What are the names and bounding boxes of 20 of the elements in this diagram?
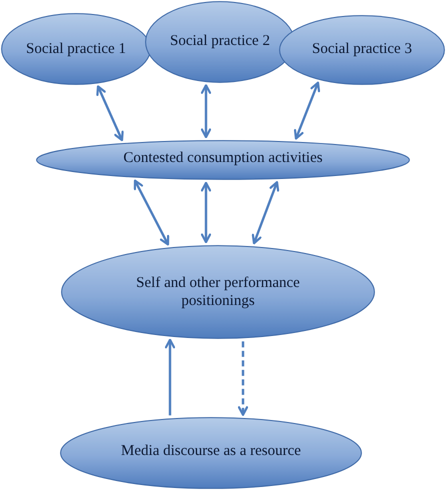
dashed-arrow [238, 341, 248, 416]
double-arrow [200, 182, 212, 244]
double-arrow [294, 82, 320, 140]
ellipse-node [145, 1, 295, 83]
ellipse-node [36, 140, 410, 180]
ellipse-node [60, 417, 362, 489]
arrow [164, 338, 176, 416]
double-arrow [96, 85, 124, 142]
node-label: Self and other performance positionings [135, 274, 301, 310]
double-arrow [134, 180, 170, 246]
double-arrow [252, 181, 280, 244]
ellipse-node [1, 13, 151, 85]
node-label: Social practice 1 [26, 40, 126, 58]
ellipse-node [279, 15, 445, 85]
ellipse-node [61, 245, 375, 339]
node-label: Media discourse as a resource [121, 442, 301, 460]
double-arrow [200, 84, 212, 138]
node-label: Social practice 2 [170, 32, 270, 50]
node-label: Contested consumption activities [123, 149, 323, 167]
node-label: Social practice 3 [312, 40, 412, 58]
